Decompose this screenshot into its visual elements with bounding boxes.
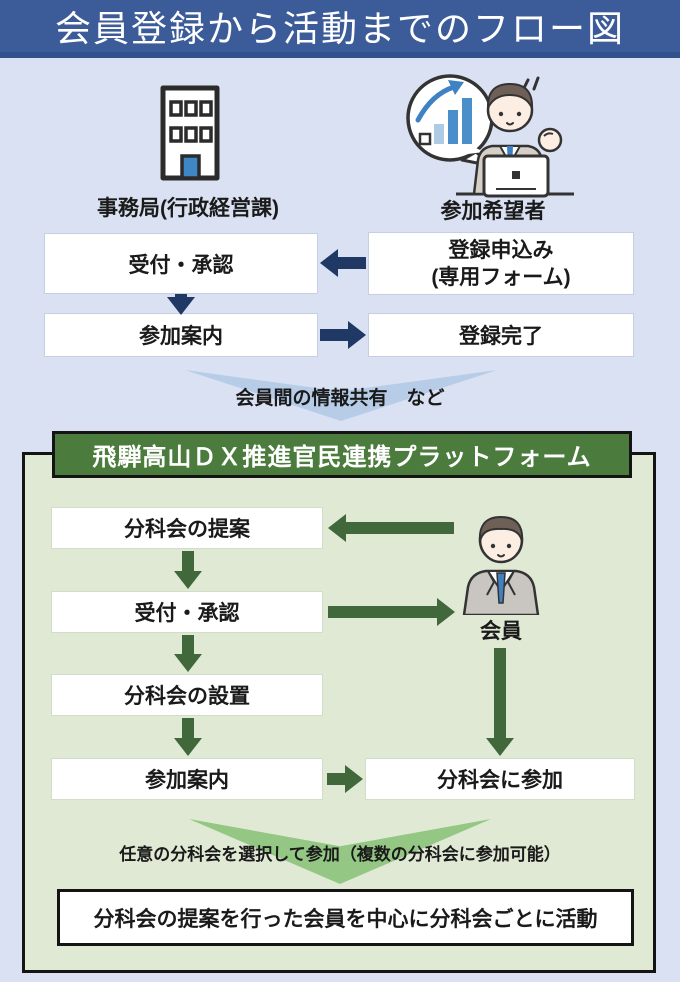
applicant-with-chart-icon xyxy=(398,68,578,200)
reception-approval-box: 受付・承認 xyxy=(44,233,318,294)
arrow-right-guidance-to-join-icon xyxy=(327,765,363,793)
title-bar: 会員登録から活動までのフロー図 xyxy=(0,0,680,58)
arrow-right-reception-to-member-icon xyxy=(328,598,455,626)
arrow-down-member-to-join-icon xyxy=(486,648,514,756)
office-label: 事務局(行政経営課) xyxy=(97,197,279,220)
panel-reception-approval-box: 受付・承認 xyxy=(51,591,323,633)
arrow-right-guidance-to-complete-icon xyxy=(320,321,366,349)
registration-application-line2: (専用フォーム) xyxy=(431,265,571,289)
arrow-down-reception-to-guidance-icon xyxy=(167,294,195,315)
arrow-left-member-to-proposal-icon xyxy=(328,514,454,542)
activity-box: 分科会の提案を行った会員を中心に分科会ごとに活動 xyxy=(57,889,634,946)
arrow-down-proposal-to-reception-icon xyxy=(174,551,202,589)
share-note: 会員間の情報共有 など xyxy=(235,388,445,409)
applicant-label: 参加希望者 xyxy=(440,200,546,223)
platform-header: 飛騨高山ＤＸ推進官民連携プラットフォーム xyxy=(52,431,632,478)
member-label: 会員 xyxy=(480,620,522,643)
participation-guidance-box: 参加案内 xyxy=(44,313,318,357)
registration-application-box: 登録申込み (専用フォーム) xyxy=(368,232,634,295)
panel-guidance-box: 参加案内 xyxy=(51,758,323,800)
registration-application-line1: 登録申込み xyxy=(448,238,554,262)
arrow-down-reception-to-setup-icon xyxy=(174,635,202,672)
subcommittee-proposal-box: 分科会の提案 xyxy=(51,507,323,549)
join-subcommittee-box: 分科会に参加 xyxy=(365,758,635,800)
arrow-left-registration-to-reception-icon xyxy=(320,249,366,277)
member-person-icon xyxy=(457,509,545,617)
building-icon xyxy=(146,84,232,182)
registration-complete-box: 登録完了 xyxy=(368,313,634,357)
subcommittee-setup-box: 分科会の設置 xyxy=(51,674,323,716)
arrow-down-setup-to-guidance-icon xyxy=(174,718,202,756)
select-note: 任意の分科会を選択して参加（複数の分科会に参加可能） xyxy=(119,845,561,864)
page-title: 会員登録から活動までのフロー図 xyxy=(54,8,625,49)
